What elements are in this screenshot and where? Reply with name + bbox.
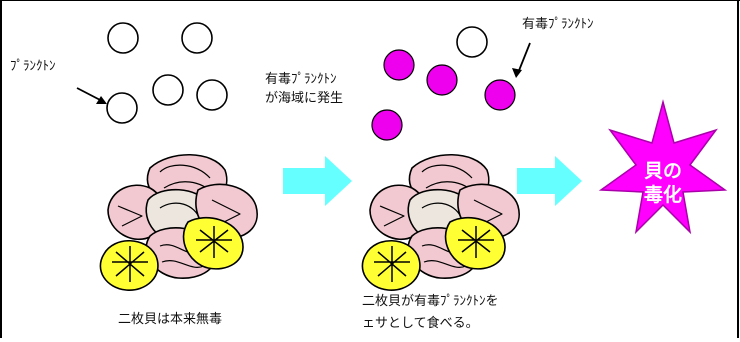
toxic-plankton-icon bbox=[383, 49, 415, 81]
toxic-plankton-group bbox=[371, 49, 516, 141]
toxic-plankton-label: 有毒ﾌﾟﾗﾝｸﾄﾝ bbox=[522, 17, 594, 32]
toxic-plankton-outbreak-label-line1: 有毒ﾌﾟﾗﾝｸﾄﾝ bbox=[265, 72, 337, 87]
plankton-pointer-arrowhead bbox=[96, 96, 107, 104]
shellfish-cluster-icon bbox=[99, 153, 258, 291]
plankton-icon bbox=[456, 26, 488, 58]
plankton-icon bbox=[106, 92, 138, 124]
plankton-group bbox=[106, 22, 228, 124]
burst-label-line2: 毒化 bbox=[644, 183, 682, 206]
plankton-icon bbox=[196, 79, 228, 111]
plankton-icon bbox=[181, 22, 213, 54]
toxic-plankton-icon bbox=[426, 64, 458, 96]
shellfish-eat-caption-line1: 二枚貝が有毒ﾌﾟﾗﾝｸﾄﾝを bbox=[362, 294, 499, 309]
burst-label-line1: 貝の bbox=[644, 160, 682, 182]
shellfish-cluster-icon bbox=[361, 153, 520, 291]
plankton-icon bbox=[107, 22, 139, 54]
toxic-plankton-icon bbox=[371, 109, 403, 141]
plankton-icon bbox=[152, 74, 184, 106]
burst-star-icon bbox=[598, 99, 728, 235]
cyan-arrow-icon bbox=[517, 156, 582, 206]
toxic-plankton-icon bbox=[484, 79, 516, 111]
cyan-arrow-icon bbox=[283, 156, 352, 206]
toxic-plankton-outbreak-label-line2: が海域に発生 bbox=[265, 91, 344, 106]
toxic-plankton-pointer-arrow bbox=[517, 42, 531, 74]
shellfish-eat-caption-line2: ェサとして食べる。 bbox=[362, 316, 479, 331]
shellfish-nontoxic-caption: 二枚貝は本来無毒 bbox=[118, 312, 223, 327]
toxic-plankton-pointer-arrowhead bbox=[512, 68, 522, 78]
plankton-label: ﾌﾟﾗﾝｸﾄﾝ bbox=[10, 59, 56, 74]
